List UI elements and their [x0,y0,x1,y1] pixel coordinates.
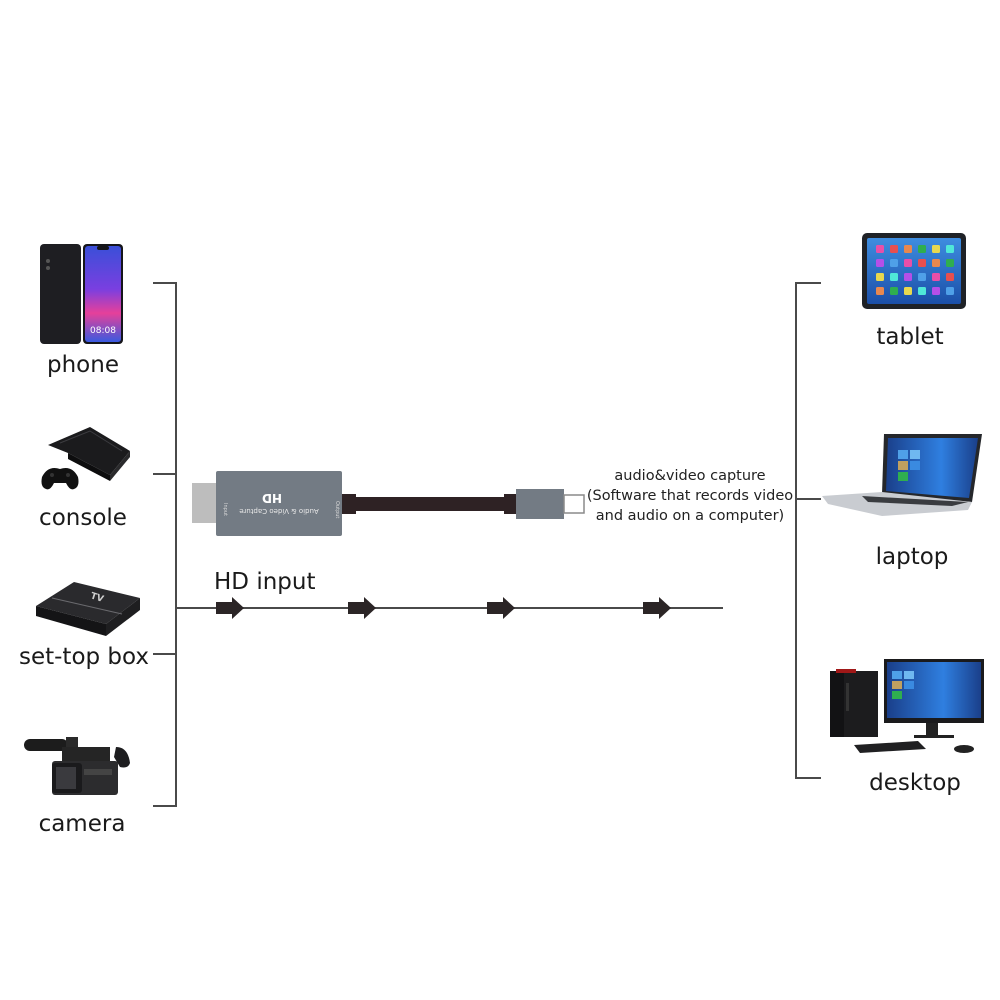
tablet-app-tile [946,259,954,267]
laptop-icon [822,434,982,516]
adapter-product-text: Audio & Video Capture [239,507,318,515]
tablet-app-tile [932,259,940,267]
svg-text:TV: TV [89,591,105,605]
flow-line [175,607,723,609]
tablet-app-tile [876,273,884,281]
left-bracket-tick-console [153,473,177,475]
adapter-brand-text: HD [262,491,282,505]
cable [356,497,504,511]
set-top-box-icon: TV [36,582,140,636]
capture-caption: audio&video capture (Software that recor… [585,466,795,526]
left-bracket-vertical [175,282,177,807]
source-label-console: console [39,505,127,531]
right-bracket-vertical [795,282,797,779]
hdmi-plug [192,483,218,523]
left-bracket-tick-phone [153,282,177,284]
smartphone-icon: 08:08 [40,244,123,344]
tablet-app-tile [946,245,954,253]
adapter-body [216,471,342,536]
desktop-computer-icon [830,659,984,753]
target-label-desktop: desktop [869,770,961,796]
hd-capture-adapter: Audio & Video Capture HD Input Output [188,471,598,537]
tablet-app-tile [904,259,912,267]
tablet-icon [862,233,966,309]
left-bracket-tick-camera [153,805,177,807]
tablet-app-tile [932,273,940,281]
tablet-app-tile [904,287,912,295]
svg-text:08:08: 08:08 [90,326,116,336]
capture-caption-line2: (Software that records video [586,488,794,504]
tablet-app-tile [918,259,926,267]
tablet-app-tile [918,287,926,295]
tablet-app-tile [946,287,954,295]
source-label-set-top-box: set-top box [18,644,150,670]
flow-arrow-1 [216,597,244,619]
target-desktop [826,657,988,757]
right-bracket-tick-tablet [795,282,821,284]
usbc-housing [516,489,564,519]
flow-label: HD input [214,569,316,595]
flow-arrow-3 [487,597,515,619]
source-label-phone: phone [47,352,119,378]
tablet-app-tile [876,245,884,253]
target-laptop [822,430,984,516]
source-camera [22,733,132,801]
flow-arrow-2 [348,597,376,619]
cable-strain-left [342,494,356,514]
tablet-app-tile [890,259,898,267]
right-bracket-tick-desktop [795,777,821,779]
tablet-app-tile [918,245,926,253]
target-label-tablet: tablet [876,324,944,350]
tablet-app-tile [876,287,884,295]
source-console [38,423,138,495]
video-camera-icon [24,737,130,795]
source-set-top-box: TV [32,576,144,638]
capture-caption-line1: audio&video capture [614,468,766,484]
source-phone: 08:08 [38,243,128,347]
tablet-app-tile [876,259,884,267]
usbc-tip [563,494,585,514]
tablet-app-tile [890,273,898,281]
source-label-camera: camera [38,811,126,837]
tablet-app-tile [932,245,940,253]
left-bracket-tick-settop [153,653,177,655]
tablet-app-tile [890,245,898,253]
tablet-app-tile [932,287,940,295]
target-tablet [862,233,966,309]
tablet-app-tile [918,273,926,281]
cable-strain-right [504,494,516,514]
adapter-input-text: Input [222,503,228,516]
target-label-laptop: laptop [875,544,949,570]
tablet-app-tile [946,273,954,281]
capture-caption-line3: and audio on a computer) [595,508,785,524]
adapter-output-text: Output [334,501,340,518]
laptop-connector-line [797,498,821,500]
flow-arrow-4 [643,597,671,619]
tablet-app-tile [890,287,898,295]
tablet-app-tile [904,245,912,253]
tablet-app-tile [904,273,912,281]
game-console-icon [41,427,130,490]
